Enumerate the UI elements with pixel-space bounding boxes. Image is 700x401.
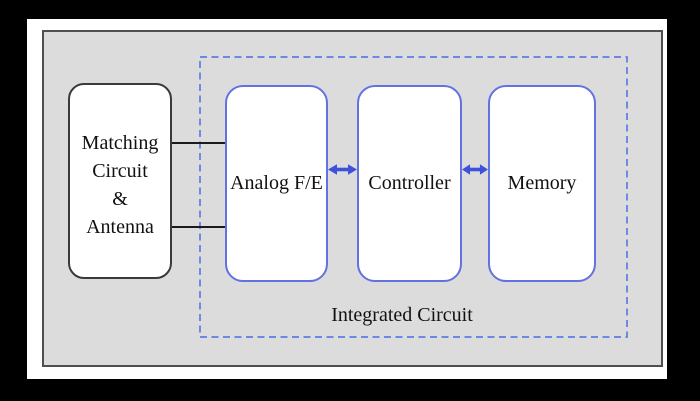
- connector-line-top: [172, 142, 226, 144]
- controller-label: Controller: [368, 172, 451, 194]
- integrated-circuit-label: Integrated Circuit: [331, 304, 473, 326]
- memory-label: Memory: [507, 172, 577, 194]
- analog-fe-label: Analog F/E: [230, 172, 323, 194]
- connector-line-bottom: [172, 226, 226, 228]
- memory-box: Memory: [488, 85, 596, 282]
- bidirectional-arrow-icon: [328, 164, 357, 175]
- bidirectional-arrow-icon: [462, 164, 488, 175]
- matching-circuit-antenna-box: Matching Circuit & Antenna: [68, 83, 172, 279]
- matching-box-line-1: Matching: [81, 132, 159, 154]
- matching-box-line-3: &: [112, 188, 128, 210]
- analog-fe-box: Analog F/E: [225, 85, 328, 282]
- matching-box-line-4: Antenna: [86, 216, 154, 238]
- matching-box-line-2: Circuit: [92, 160, 148, 182]
- integrated-circuit-boundary: [199, 56, 628, 338]
- controller-box: Controller: [357, 85, 462, 282]
